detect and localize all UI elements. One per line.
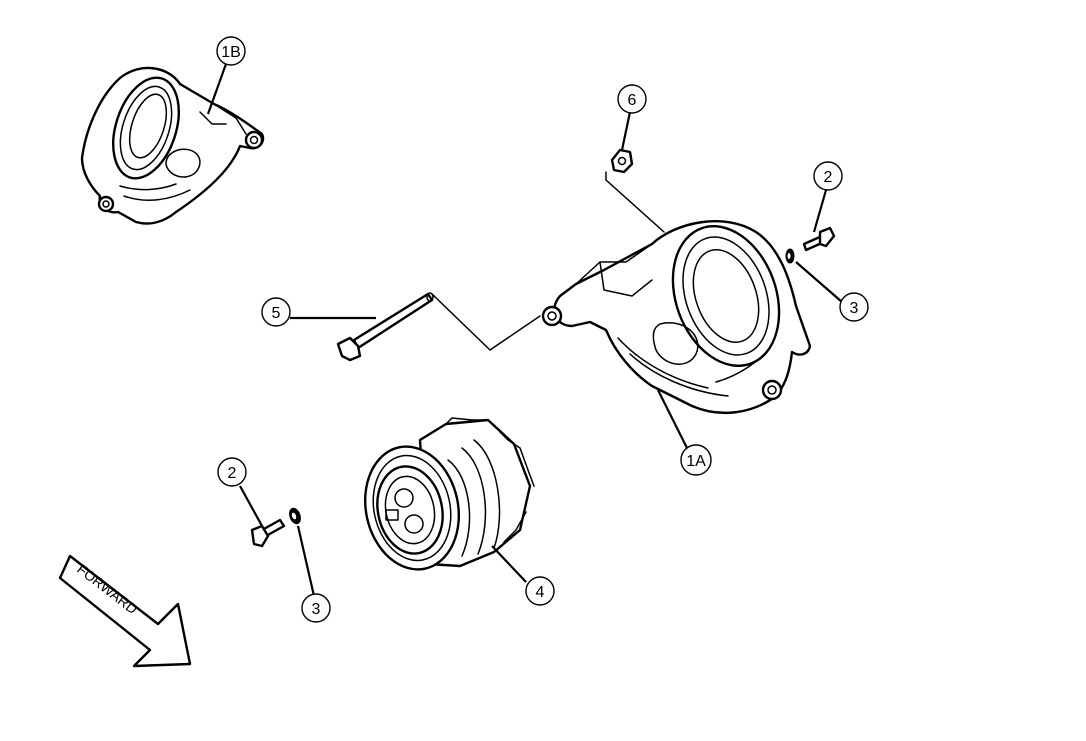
bolt-2-top (802, 226, 836, 252)
svg-text:4: 4 (536, 584, 545, 601)
svg-text:6: 6 (628, 92, 637, 109)
housing-1a (541, 220, 812, 415)
callout-6: 6 (617, 84, 647, 114)
svg-text:2: 2 (228, 465, 237, 482)
forward-arrow: FORWARD (58, 554, 192, 668)
svg-text:3: 3 (850, 300, 859, 317)
svg-text:2: 2 (824, 169, 833, 186)
svg-text:5: 5 (272, 305, 281, 322)
svg-text:3: 3 (312, 601, 321, 618)
washer-3-right (785, 248, 795, 264)
callout-3-bottom: 3 (301, 593, 331, 623)
housing-1b (80, 66, 265, 225)
drive-motor-4 (363, 417, 535, 571)
bolt-2-bottom (250, 518, 286, 548)
callout-1b: 1B (216, 36, 246, 66)
callout-3-right: 3 (839, 292, 869, 322)
callout-5: 5 (261, 297, 291, 327)
bolt-5 (336, 292, 434, 362)
callout-2-bottom: 2 (217, 457, 247, 487)
callout-1a: 1A (680, 444, 712, 476)
nut-6 (610, 148, 634, 174)
svg-text:1A: 1A (686, 453, 706, 470)
callout-2-top: 2 (813, 161, 843, 191)
leader-lines (206, 63, 843, 597)
callout-4: 4 (525, 576, 555, 606)
svg-text:1B: 1B (221, 44, 241, 61)
washer-3-bottom (289, 507, 301, 525)
